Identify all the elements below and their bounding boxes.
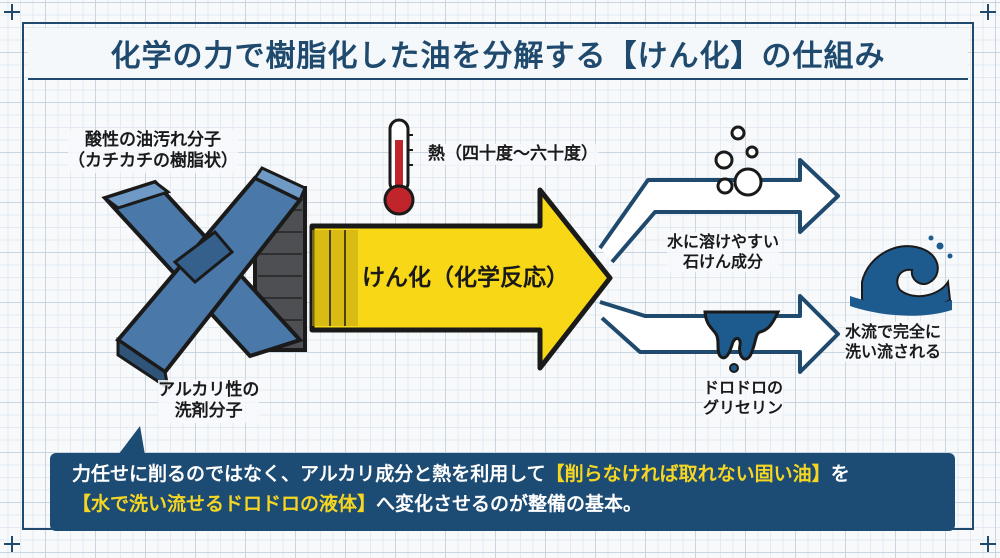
glycerin-label-line2: グリセリン — [703, 398, 784, 417]
acidic-oil-label: 酸性の油汚れ分子 （カチカチの樹脂状） — [68, 130, 238, 173]
summary-line-2: 【水で洗い流せるドロドロの液体】へ変化させるのが整備の基本。 — [72, 489, 933, 519]
bubbles-icon — [714, 125, 763, 197]
soap-label-line2: 石けん成分 — [683, 252, 764, 271]
acidic-oil-label-line1: 酸性の油汚れ分子 — [85, 130, 221, 150]
upper-branch-arrow — [598, 158, 840, 264]
soap-label-line1: 水に溶けやすい — [667, 232, 780, 251]
drip-icon — [703, 310, 781, 373]
heat-label-text: 熱（四十度〜六十度） — [428, 144, 598, 164]
summary-line1-highlight: 【削らなければ取れない固い油】 — [545, 463, 831, 485]
glycerin-label: ドロドロの グリセリン — [703, 378, 784, 418]
rinse-label: 水流で完全に 洗い流される — [845, 322, 942, 362]
summary-line-1: 力任せに削るのではなく、アルカリ成分と熱を利用して【削らなければ取れない固い油】… — [72, 459, 933, 489]
glycerin-label-line1: ドロドロの — [703, 378, 784, 397]
page-title: 化学の力で樹脂化した油を分解する【けん化】の仕組み — [110, 39, 886, 74]
acidic-oil-label-line2: （カチカチの樹脂状） — [68, 151, 238, 172]
title-bar: 化学の力で樹脂化した油を分解する【けん化】の仕組み — [28, 28, 968, 80]
corner-mark — [4, 536, 20, 552]
alkali-label-line1: アルカリ性の — [158, 380, 260, 400]
reaction-label: けん化（化学反応） — [362, 265, 569, 291]
alkali-label: アルカリ性の 洗剤分子 — [158, 380, 260, 423]
corner-mark — [980, 536, 996, 552]
summary-line2-text: へ変化させるのが整備の基本。 — [376, 493, 643, 516]
wave-icon — [850, 235, 953, 316]
summary-line1-tail: を — [830, 463, 850, 485]
alkali-label-line2: 洗剤分子 — [174, 401, 243, 422]
corner-mark — [4, 4, 20, 20]
rinse-label-line1: 水流で完全に — [845, 322, 942, 341]
summary-line1-text: 力任せに削るのではなく、アルカリ成分と熱を利用して — [72, 463, 546, 485]
callout-pointer — [118, 426, 145, 455]
summary-box: 力任せに削るのではなく、アルカリ成分と熱を利用して【削らなければ取れない固い油】… — [50, 453, 955, 531]
x-molecule-icon — [101, 166, 307, 392]
rinse-label-line2: 洗い流される — [845, 342, 942, 361]
corner-mark — [980, 4, 996, 20]
thermometer-icon — [383, 118, 415, 216]
soap-label: 水に溶けやすい 石けん成分 — [667, 232, 780, 272]
heat-label: 熱（四十度〜六十度） — [428, 144, 598, 166]
reaction-arrow — [309, 187, 613, 371]
summary-line2-highlight: 【水で洗い流せるドロドロの液体】 — [72, 493, 377, 516]
